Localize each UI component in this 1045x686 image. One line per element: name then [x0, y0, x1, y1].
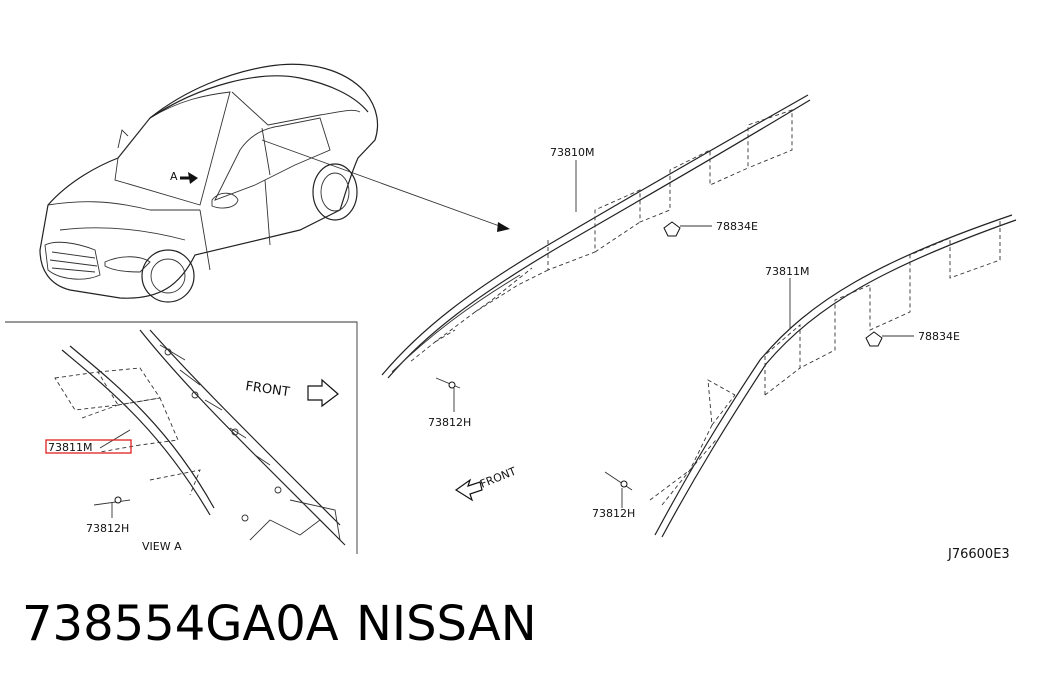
label-78834e-rear: 78834E — [918, 330, 960, 343]
leader-line — [261, 139, 506, 229]
clip-78834e-upper — [663, 221, 712, 237]
molding-73811m — [649, 214, 1017, 538]
highlight-box — [45, 439, 132, 454]
label-73812h-upper: 73812H — [428, 416, 471, 429]
end-cap-73812h-upper — [435, 377, 461, 412]
arrow-head — [497, 222, 510, 232]
front-label-inset: FRONT — [244, 379, 290, 400]
label-73811m-view: 73811M — [48, 441, 92, 454]
label-73811m: 73811M — [765, 265, 809, 278]
clip-78834e-rear — [865, 331, 914, 347]
front-arrow-main — [454, 478, 483, 502]
end-cap-73812h-rear — [604, 471, 633, 508]
label-73812h-view: 73812H — [86, 522, 129, 535]
view-caption: VIEW A — [142, 540, 182, 553]
label-73810m: 73810M — [550, 146, 594, 159]
inset-view-a — [5, 321, 358, 554]
view-marker-label: A — [170, 170, 178, 183]
part-number: 738554GA0A — [22, 596, 339, 652]
molding-73810m — [381, 94, 811, 379]
label-78834e-upper: 78834E — [716, 220, 758, 233]
brand-name: NISSAN — [356, 596, 537, 652]
front-label-main: FRONT — [478, 465, 518, 491]
front-arrow-inset — [307, 378, 339, 408]
label-73812h-rear: 73812H — [592, 507, 635, 520]
drawing-code: J76600E3 — [947, 547, 1010, 562]
end-cap-73812h-view — [93, 496, 131, 518]
car-illustration — [39, 63, 379, 303]
